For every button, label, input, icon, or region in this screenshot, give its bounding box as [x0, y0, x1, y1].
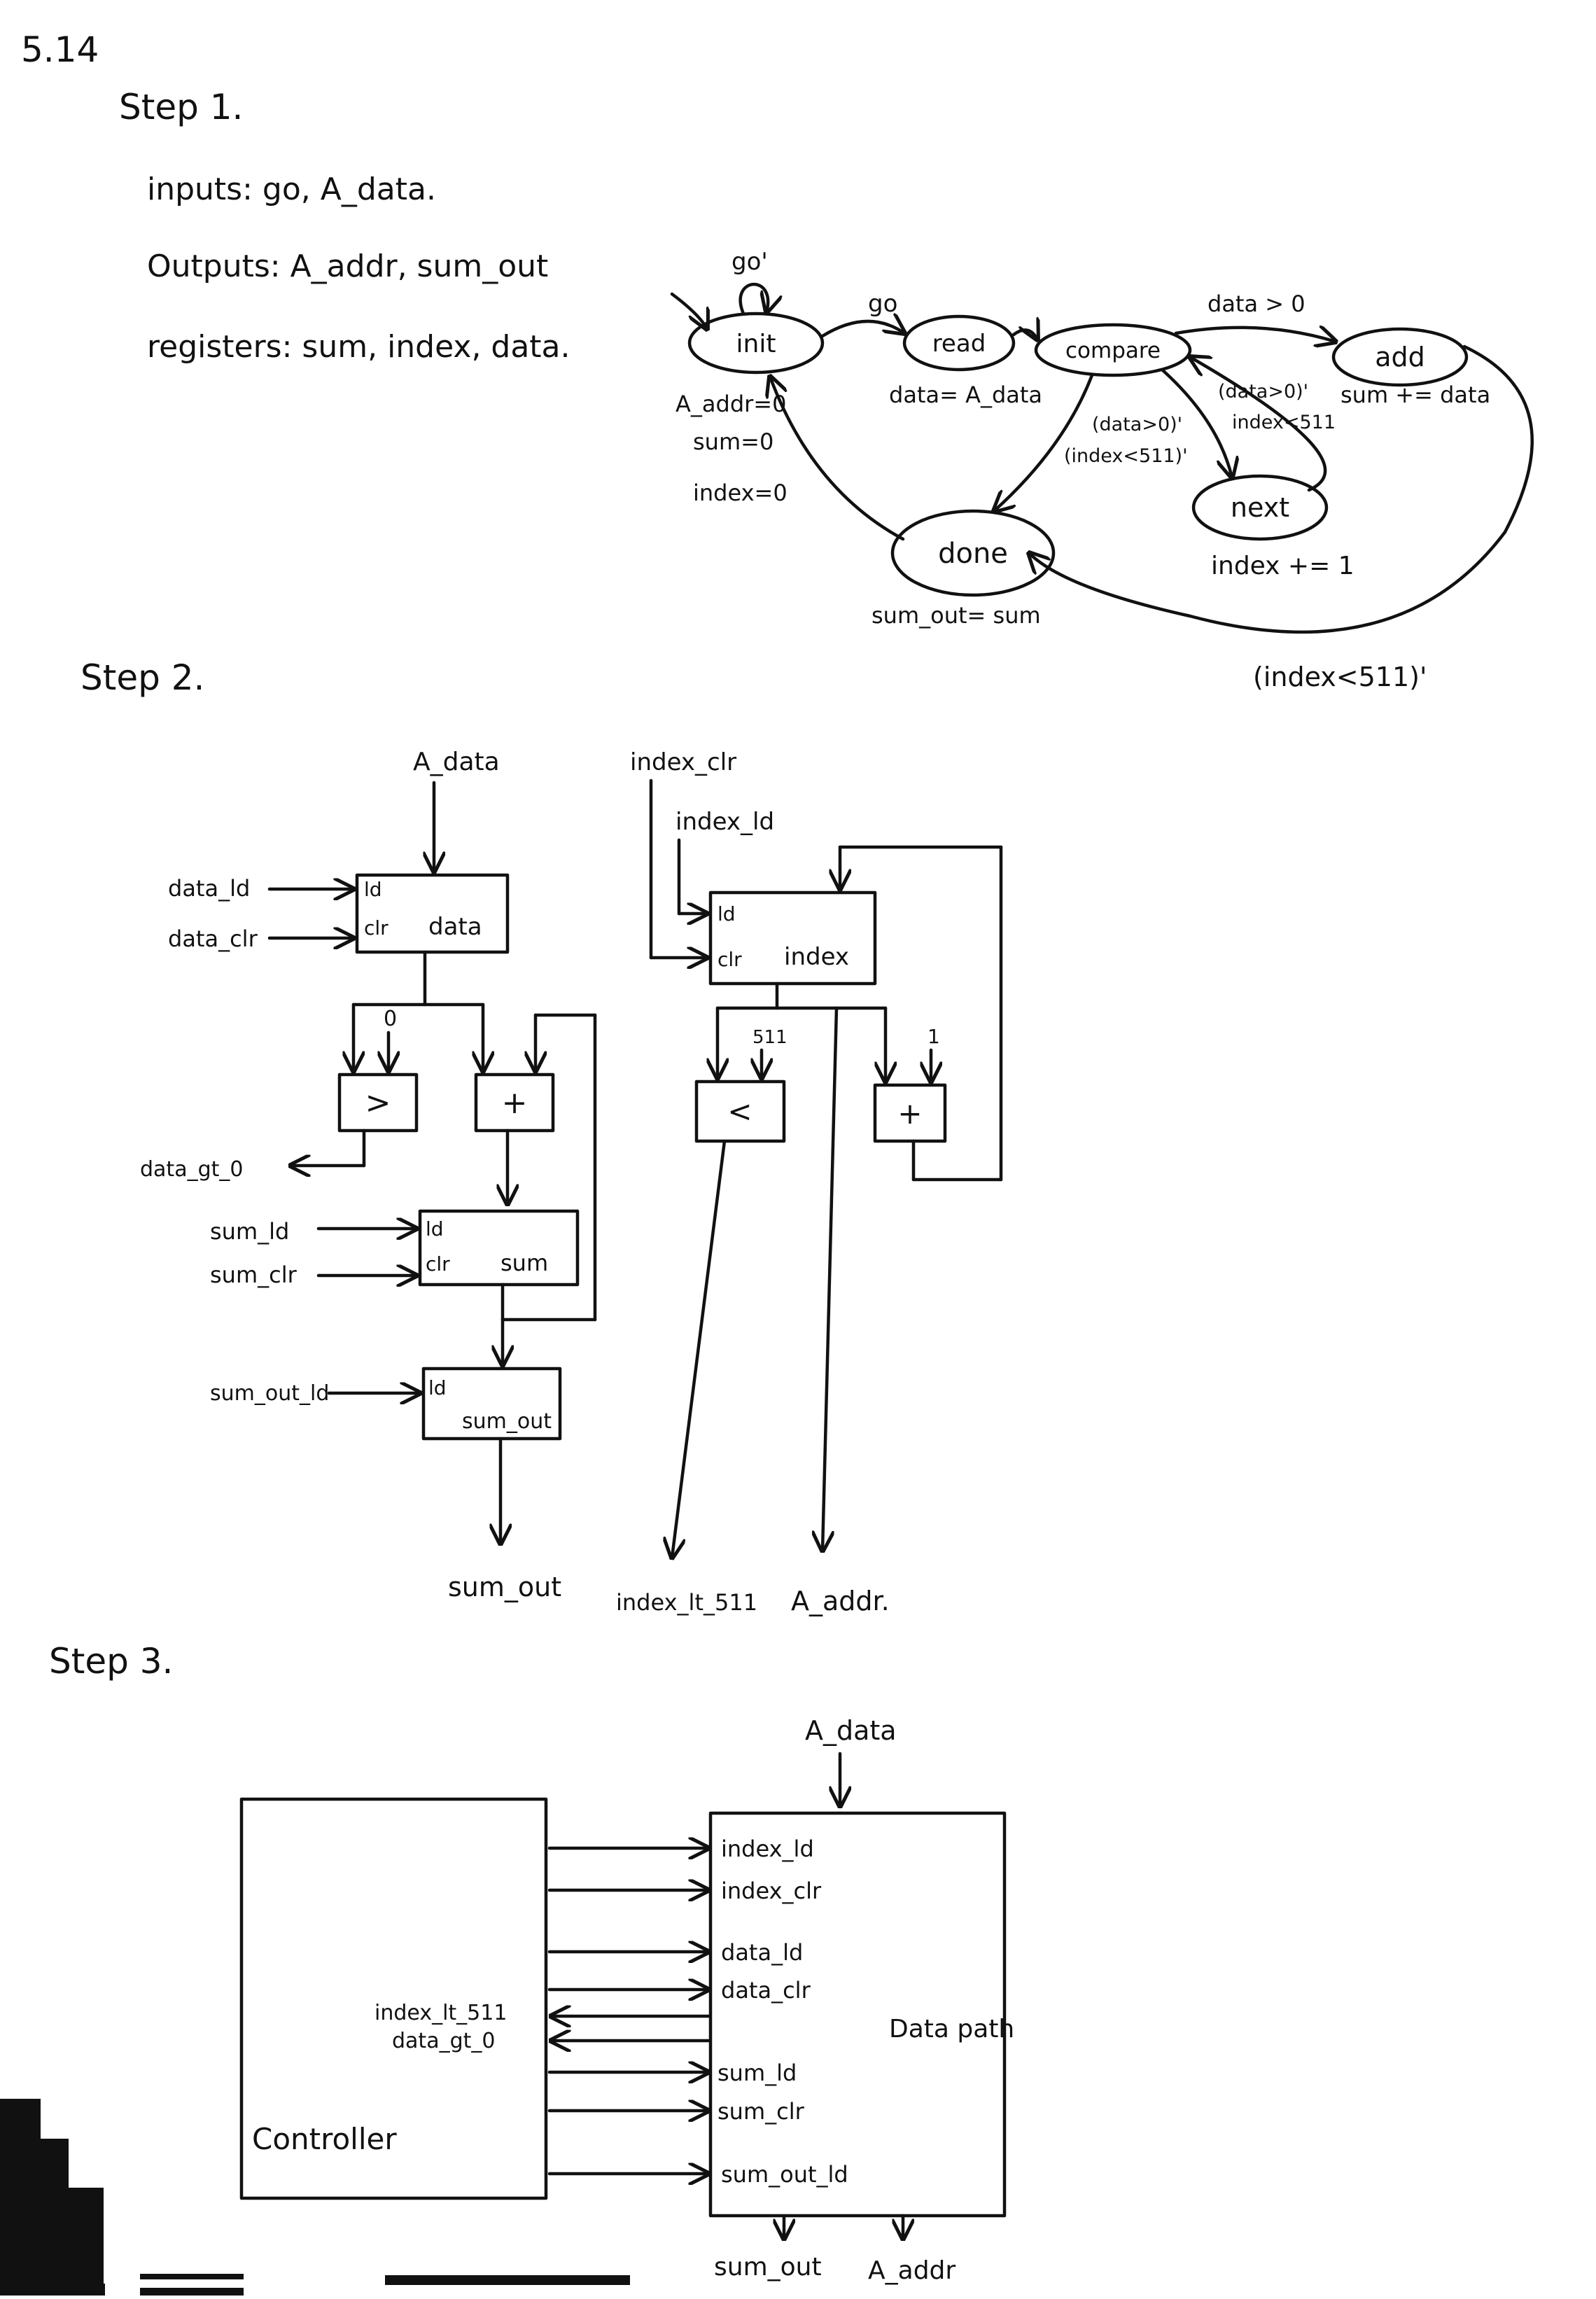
datapath-label: Data path [889, 2015, 1014, 2043]
scan-artifacts [0, 2099, 630, 2295]
problem-number: 5.14 [21, 29, 99, 70]
go-label: go [868, 290, 897, 318]
init-action-index: index=0 [693, 480, 788, 506]
data-clr-input: data_clr [168, 925, 258, 952]
state-init-label: init [736, 330, 776, 358]
index-register-clr: clr [718, 948, 742, 971]
index-incrementer [873, 1083, 947, 1143]
const-zero: 0 [384, 1007, 397, 1031]
index-ld-input: index_ld [676, 808, 774, 836]
go-not-label: go' [732, 248, 768, 276]
gt-comparator [337, 1072, 419, 1133]
feedback-data-gt-0: data_gt_0 [392, 2029, 495, 2053]
lt-comparator [694, 1079, 786, 1143]
const-one: 1 [927, 1025, 940, 1048]
signal-index-clr: index_clr [721, 1878, 822, 1904]
a-data-input-label: A_data [413, 748, 500, 776]
step3-sum-out-output: sum_out [714, 2253, 822, 2281]
step1-heading: Step 1. [119, 87, 243, 127]
sum-clr-input: sum_clr [210, 1262, 298, 1288]
datapath-right: index_clr index_ld ld clr index 511 < in… [616, 748, 1003, 1616]
read-action: data= A_data [889, 382, 1042, 408]
step3-heading: Step 3. [49, 1641, 173, 1682]
step3-a-addr-output: A_addr [868, 2256, 955, 2285]
sum-register-name: sum [500, 1250, 548, 1276]
state-init [687, 312, 825, 375]
signal-sum-ld: sum_ld [718, 2060, 797, 2086]
init-action-addr: A_addr=0 [676, 391, 786, 417]
fsm-diagram: init read compare add next done go' go d… [670, 248, 1534, 692]
state-add-label: add [1375, 342, 1425, 372]
registers-line: registers: sum, index, data. [147, 329, 570, 365]
data-register-ld: ld [364, 878, 382, 901]
next-action: index += 1 [1211, 552, 1354, 580]
state-done-label: done [938, 538, 1008, 570]
signal-data-ld: data_ld [721, 1939, 803, 1966]
gt-comparator-symbol: > [365, 1085, 391, 1121]
controller-label: Controller [252, 2122, 397, 2156]
signal-data-clr: data_clr [721, 1977, 811, 2004]
compare-next-cond-2: index<511 [1232, 412, 1336, 433]
sum-register-ld: ld [426, 1217, 444, 1241]
inputs-line: inputs: go, A_data. [147, 172, 436, 207]
state-compare-label: compare [1065, 338, 1161, 363]
index-register-ld: ld [718, 902, 736, 925]
add-done-cond: (index<511)' [1253, 662, 1427, 692]
step3-a-data-label: A_data [805, 1715, 897, 1746]
init-action-sum: sum=0 [693, 428, 774, 455]
sum-out-register [421, 1367, 562, 1441]
sum-register [418, 1209, 580, 1287]
state-next-label: next [1231, 492, 1289, 523]
data-register-name: data [428, 913, 482, 941]
state-add [1331, 327, 1469, 387]
state-compare [1034, 323, 1192, 377]
sum-out-ld-input: sum_out_ld [210, 1381, 329, 1406]
done-action: sum_out= sum [872, 602, 1041, 629]
index-clr-input: index_clr [630, 748, 736, 776]
index-register-name: index [784, 943, 849, 971]
datapath-block [708, 1811, 1007, 2218]
state-done [890, 509, 1056, 597]
const-511: 511 [752, 1027, 788, 1048]
index-register [708, 890, 877, 986]
state-read [902, 314, 1016, 372]
compare-done-cond-1: (data>0)' [1092, 414, 1182, 435]
sum-out-register-ld: ld [428, 1376, 447, 1399]
data-gt-0-output: data_gt_0 [140, 1157, 243, 1182]
datapath-left: A_data ld clr data data_ld data_clr 0 > … [140, 748, 597, 1602]
sum-adder [474, 1072, 555, 1133]
step2-heading: Step 2. [80, 657, 204, 698]
add-action: sum += data [1340, 382, 1490, 408]
signal-sum-out-ld: sum_out_ld [721, 2161, 848, 2188]
lt-comparator-symbol: < [727, 1094, 752, 1128]
compare-next-cond-1: (data>0)' [1218, 381, 1308, 403]
signal-sum-clr: sum_clr [718, 2098, 805, 2125]
feedback-index-lt-511: index_lt_511 [374, 2001, 507, 2025]
signal-index-ld: index_ld [721, 1836, 814, 1862]
a-addr-output: A_addr. [791, 1586, 890, 1616]
index-lt-511-output: index_lt_511 [616, 1589, 757, 1616]
state-read-label: read [932, 330, 986, 358]
state-next [1191, 474, 1329, 541]
sum-ld-input: sum_ld [210, 1218, 289, 1245]
sum-adder-symbol: + [502, 1085, 528, 1121]
data-register-clr: clr [364, 916, 388, 939]
compare-done-cond-2: (index<511)' [1064, 445, 1188, 467]
data-ld-input: data_ld [168, 875, 250, 902]
index-incrementer-symbol: + [897, 1096, 922, 1131]
sum-register-clr: clr [426, 1252, 450, 1276]
sum-out-register-name: sum_out [462, 1409, 552, 1434]
sum-out-output: sum_out [448, 1572, 561, 1602]
outputs-line: Outputs: A_addr, sum_out [147, 249, 548, 284]
controller-block [239, 1797, 548, 2200]
data-register [355, 873, 510, 954]
data-gt-0-label: data > 0 [1208, 291, 1306, 317]
top-level-diagram: A_data Controller Data path index_ld ind… [239, 1715, 1014, 2285]
